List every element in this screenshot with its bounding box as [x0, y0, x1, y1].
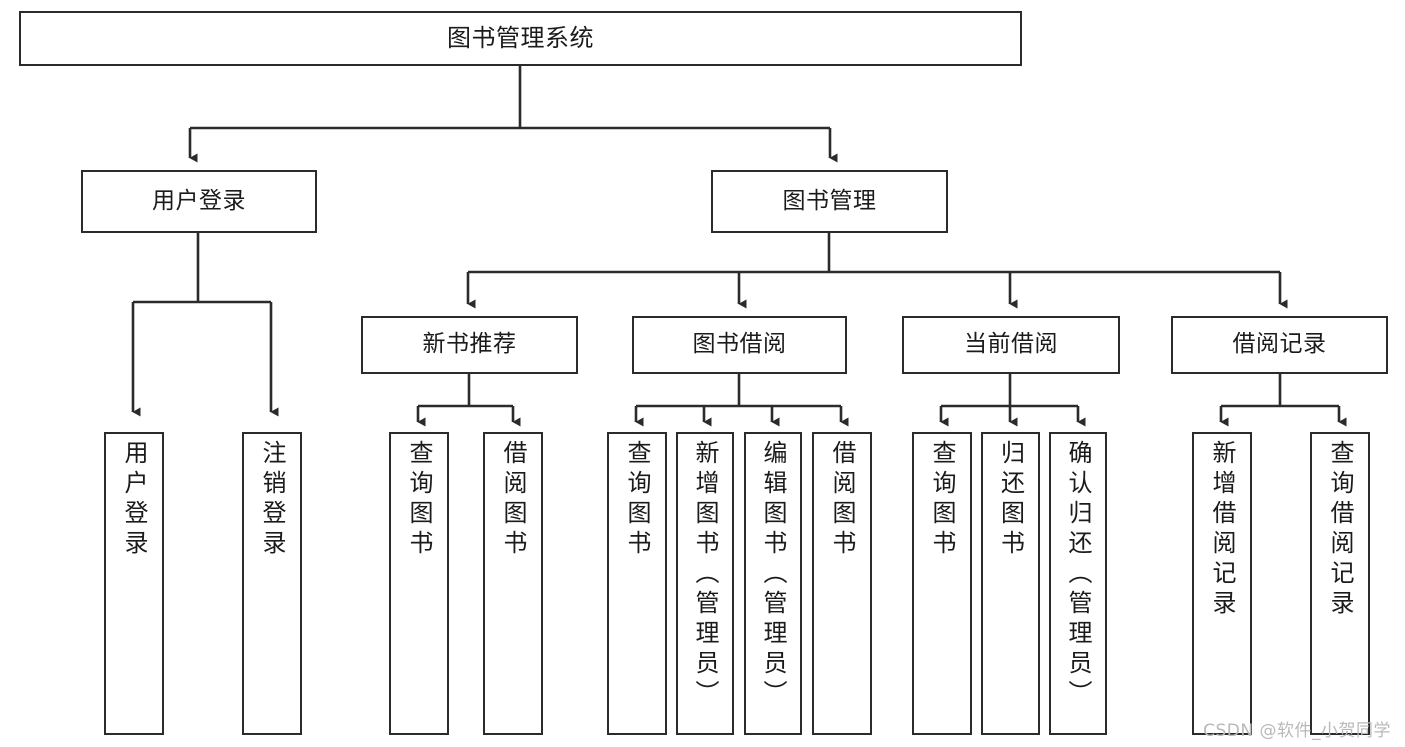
- node-label: 查询图书: [928, 440, 956, 560]
- leaf-query-book-borrow[interactable]: 查询图书: [607, 432, 667, 735]
- leaf-borrow-book-borrow[interactable]: 借阅图书: [812, 432, 872, 735]
- leaf-add-book-admin[interactable]: 新增图书（管理员）: [676, 432, 734, 735]
- node-label: 图书管理系统: [447, 24, 594, 53]
- node-root-system[interactable]: 图书管理系统: [19, 11, 1022, 66]
- leaf-borrow-book-recommend[interactable]: 借阅图书: [483, 432, 543, 735]
- node-label: 注销登录: [258, 440, 286, 560]
- node-label: 新书推荐: [422, 331, 517, 358]
- node-user-login[interactable]: 用户登录: [81, 170, 317, 233]
- leaf-logout-login[interactable]: 注销登录: [242, 432, 302, 735]
- node-label: 图书管理: [782, 187, 877, 214]
- node-label: 用户登录: [152, 187, 246, 214]
- node-label: 确认归还（管理员）: [1064, 440, 1092, 710]
- node-new-book-recommend[interactable]: 新书推荐: [361, 316, 578, 374]
- node-label: 借阅图书: [499, 440, 527, 560]
- node-label: 编辑图书（管理员）: [759, 440, 787, 710]
- node-label: 查询借阅记录: [1326, 440, 1354, 620]
- node-current-borrow[interactable]: 当前借阅: [902, 316, 1120, 374]
- node-borrow-record[interactable]: 借阅记录: [1171, 316, 1388, 374]
- node-label: 新增借阅记录: [1208, 440, 1236, 620]
- node-label: 图书借阅: [692, 331, 787, 358]
- node-label: 归还图书: [996, 440, 1025, 560]
- leaf-query-book-recommend[interactable]: 查询图书: [389, 432, 449, 735]
- leaf-query-book-current[interactable]: 查询图书: [912, 432, 972, 735]
- node-book-borrow[interactable]: 图书借阅: [632, 316, 847, 374]
- leaf-user-login[interactable]: 用户登录: [104, 432, 164, 735]
- node-label: 借阅记录: [1232, 331, 1327, 358]
- leaf-add-borrow-record[interactable]: 新增借阅记录: [1192, 432, 1252, 735]
- node-label: 新增图书（管理员）: [691, 440, 719, 710]
- node-label: 借阅图书: [828, 440, 856, 560]
- node-label: 用户登录: [120, 440, 148, 560]
- node-label: 查询图书: [623, 440, 651, 560]
- watermark: CSDN @软件_小贺同学: [1203, 721, 1391, 741]
- leaf-edit-book-admin[interactable]: 编辑图书（管理员）: [744, 432, 802, 735]
- leaf-query-borrow-record[interactable]: 查询借阅记录: [1310, 432, 1370, 735]
- node-label: 当前借阅: [964, 331, 1058, 358]
- leaf-confirm-return-admin[interactable]: 确认归还（管理员）: [1049, 432, 1107, 735]
- node-label: 查询图书: [405, 440, 433, 560]
- leaf-return-book[interactable]: 归还图书: [981, 432, 1040, 735]
- node-book-manage[interactable]: 图书管理: [711, 170, 948, 233]
